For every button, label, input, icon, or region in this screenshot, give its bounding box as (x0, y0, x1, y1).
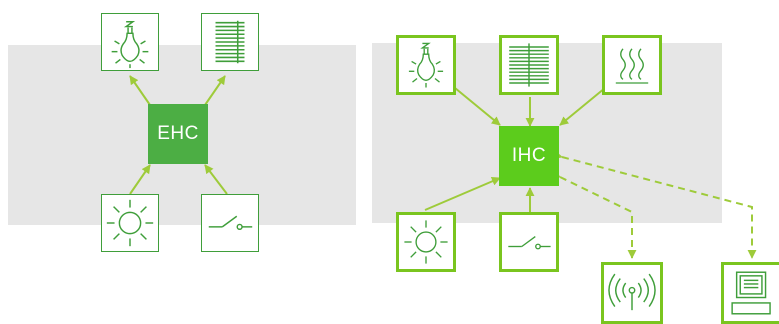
arrow-ehc-to-blinds (204, 75, 226, 106)
ihc-computer-device (721, 262, 779, 324)
arrow-heating-to-ihc (559, 87, 606, 126)
bulb-icon (408, 42, 444, 88)
dashed-link-wireless (550, 169, 637, 259)
ihc-heating-device (602, 35, 662, 95)
ihc-blinds-device (499, 35, 559, 95)
arrow-ehc-to-bulb (129, 75, 151, 106)
ehc-bulb-device (101, 13, 159, 71)
switch-icon (208, 215, 253, 230)
bulb-icon (111, 21, 149, 69)
arrow-sun-to-ihc (424, 177, 501, 211)
ihc-bulb-device (396, 35, 456, 95)
arrow-sun-to-ehc (129, 164, 151, 195)
ihc-label: IHC (511, 145, 547, 166)
dashed-link-computer (553, 150, 757, 259)
ihc-wireless-device (601, 262, 663, 324)
switch-icon (508, 236, 551, 250)
ihc-controller: IHC (499, 126, 559, 186)
arrow-switch-to-ehc (204, 164, 228, 195)
ehc-sun-sensor-device (101, 194, 159, 252)
ehc-controller: EHC (148, 104, 208, 164)
heating-icon (615, 48, 649, 84)
blinds-icon (215, 20, 245, 64)
ihc-sun-sensor-device (396, 212, 456, 272)
sun-sensor-icon (106, 199, 154, 247)
blinds-icon (509, 43, 549, 87)
computer-terminal-icon (731, 271, 771, 315)
sun-sensor-icon (404, 220, 448, 264)
ihc-switch-device (499, 212, 559, 272)
wireless-signal-icon (608, 273, 656, 311)
ehc-switch-device (201, 194, 259, 252)
ehc-blinds-device (201, 13, 259, 71)
ehc-label: EHC (157, 123, 199, 144)
arrow-bulb-to-ihc (454, 87, 501, 126)
